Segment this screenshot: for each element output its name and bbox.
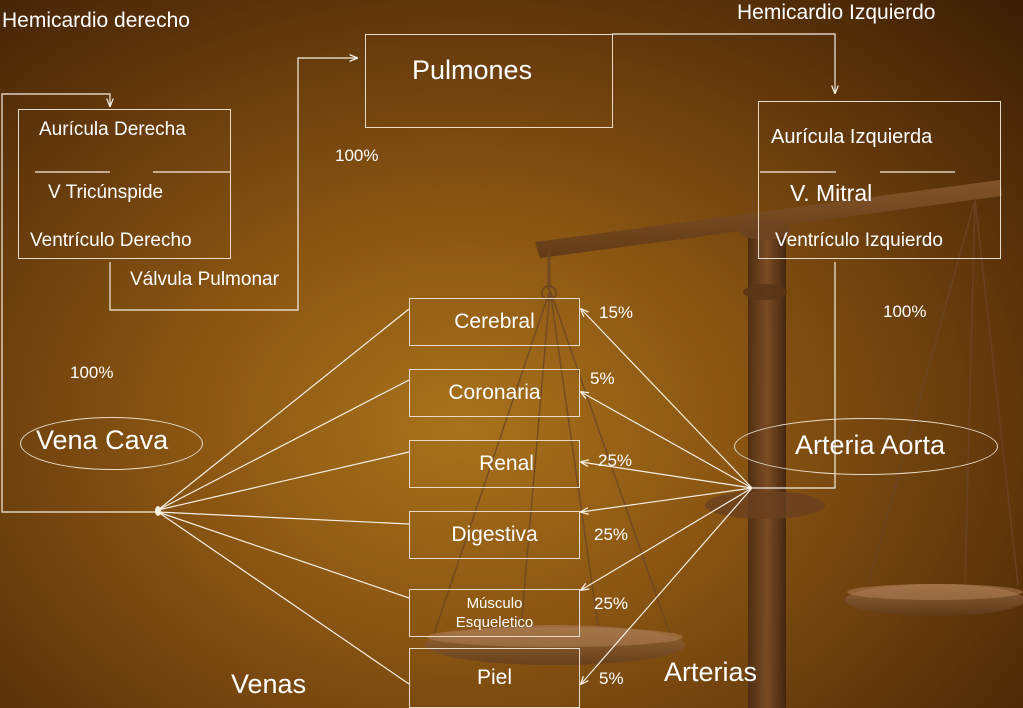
left-heart-title: Hemicardio Izquierdo — [737, 1, 936, 24]
aorta-label: Arteria Aorta — [795, 430, 946, 460]
organ-box-musculo: Músculo Esqueletico — [409, 589, 580, 637]
aorta-ellipse — [734, 418, 998, 475]
organ-label-musculo: Músculo — [466, 594, 523, 612]
organ-percent-musculo: 25% — [594, 594, 629, 613]
organ-percent-piel: 5% — [599, 669, 624, 688]
organ-label-musculo-line2: Esqueletico — [455, 614, 534, 631]
pulmonary-valve-label: Válvula Pulmonar — [130, 269, 279, 290]
organ-percent-renal: 25% — [598, 451, 633, 470]
left-ventricle-to-aorta-line — [752, 262, 836, 489]
vena-to-right-atrium-line — [1, 93, 158, 513]
vena-cava-percent: 100% — [70, 363, 114, 382]
right-heart-title: Hemicardio derecho — [2, 9, 190, 32]
right-atrium-label: Aurícula Derecha — [39, 119, 186, 140]
vena-cava-label: Vena Cava — [36, 425, 169, 455]
organ-box-coronaria: Coronaria — [409, 369, 580, 417]
organ-percent-cerebral: 15% — [599, 303, 634, 322]
tricuspid-label: V Tricúnspide — [48, 182, 164, 203]
organ-label-cerebral: Cerebral — [454, 310, 535, 333]
vena-cava-ellipse — [20, 417, 203, 470]
mitral-label: V. Mitral — [790, 180, 873, 206]
aorta-percent: 100% — [883, 302, 927, 321]
organ-box-cerebral: Cerebral — [409, 298, 580, 346]
left-ventricle-label: Ventrículo Izquierdo — [775, 230, 943, 251]
right-heart-to-lungs-line — [109, 58, 357, 311]
organ-label-coronaria: Coronaria — [448, 381, 541, 404]
right-heart-box — [18, 109, 231, 259]
right-ventricle-label: Ventrículo Derecho — [30, 230, 192, 251]
lungs-box — [365, 34, 613, 128]
lungs-to-left-atrium-line — [612, 33, 835, 93]
arteries-label: Arterias — [664, 657, 758, 687]
veins-label: Venas — [231, 669, 307, 699]
organ-label-piel: Piel — [476, 666, 513, 689]
left-heart-box — [758, 101, 1001, 259]
organ-percent-coronaria: 5% — [590, 369, 615, 388]
organ-percent-digestiva: 25% — [594, 525, 629, 544]
organ-label-digestiva: Digestiva — [451, 523, 538, 546]
lungs-percent: 100% — [335, 146, 379, 165]
organ-box-renal: Renal — [409, 440, 580, 488]
left-atrium-label: Aurícula Izquierda — [771, 126, 933, 148]
organ-box-piel: Piel — [409, 648, 580, 708]
lungs-label: Pulmones — [412, 55, 533, 85]
organ-label-renal: Renal — [479, 452, 534, 475]
organ-box-digestiva: Digestiva — [409, 511, 580, 559]
